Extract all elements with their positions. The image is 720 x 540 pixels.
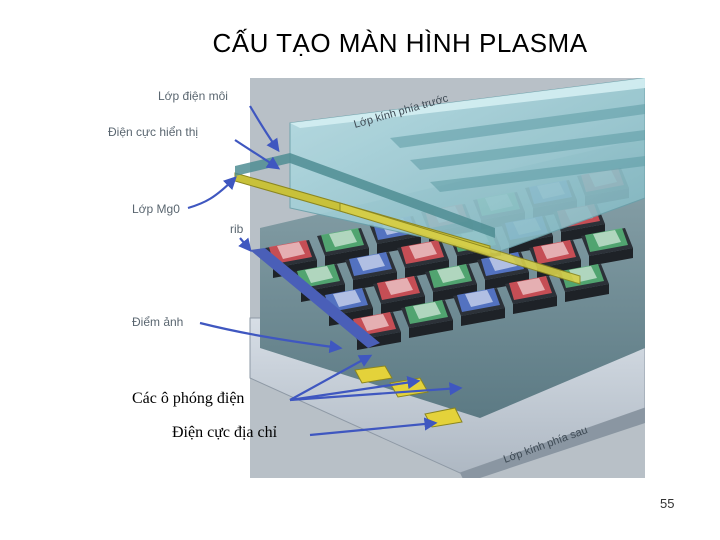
callout-discharge-cells: Các ô phóng điện [132,390,244,408]
plasma-structure-diagram: Lớp điện môi Điện cực hiển thị Lớp Mg0 r… [100,78,645,478]
callout-address-electrode: Điện cực địa chỉ [172,424,277,442]
slide-title: CẤU TẠO MÀN HÌNH PLASMA [0,28,720,59]
page-number: 55 [660,496,674,511]
label-pixel: Điểm ảnh [132,315,183,329]
label-rib: rib [230,222,244,236]
label-dielectric-layer: Lớp điện môi [158,89,228,103]
label-display-electrode: Điện cực hiển thị [108,125,198,139]
label-mgo-layer: Lớp Mg0 [132,202,180,216]
